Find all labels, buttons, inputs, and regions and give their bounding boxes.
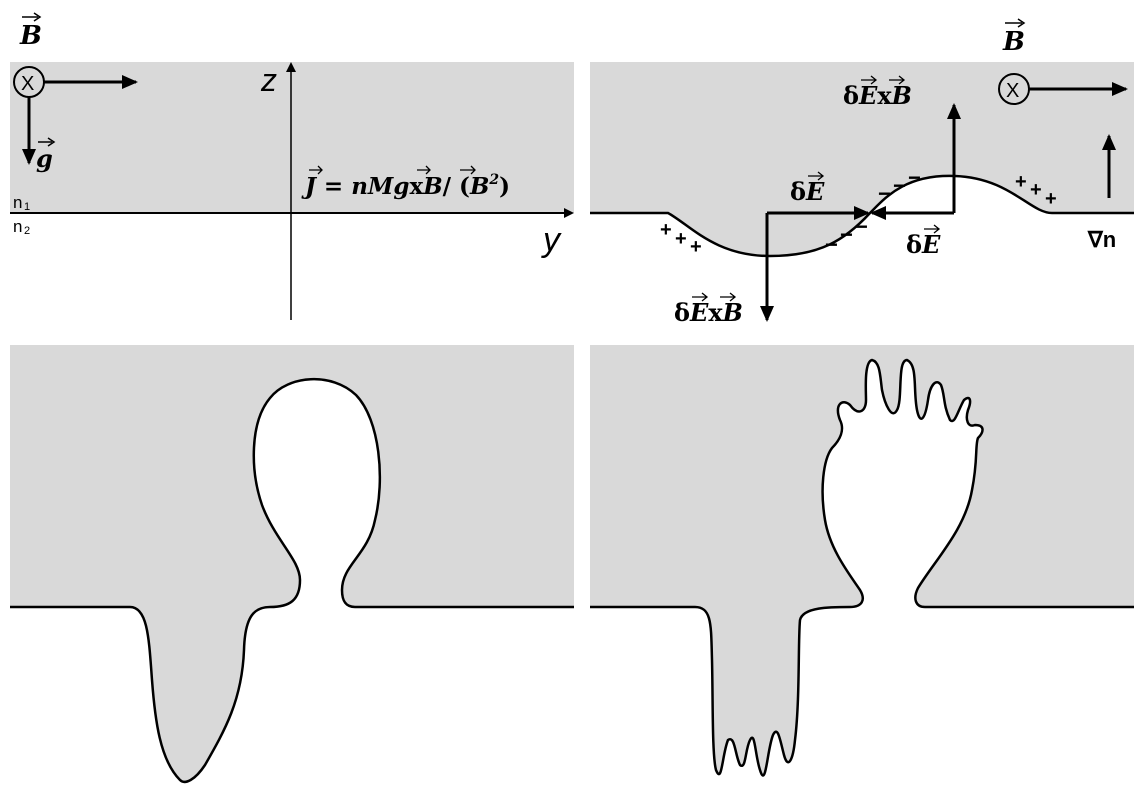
fingered-plasma: [590, 345, 1134, 776]
n1-label: n: [13, 193, 22, 212]
svg-text:g: g: [36, 144, 53, 173]
minus-charges-upper: − − −: [878, 165, 921, 206]
svg-text:+: +: [1030, 179, 1042, 201]
svg-text:−: −: [825, 232, 838, 257]
n1-subscript: 1: [24, 201, 30, 213]
svg-text:+: +: [690, 236, 702, 258]
svg-text:−: −: [840, 222, 853, 247]
de-left-label: δE: [790, 171, 825, 206]
svg-text:+: +: [1015, 171, 1027, 193]
svg-text:X: X: [1006, 80, 1019, 102]
svg-text:+: +: [660, 219, 672, 241]
fingered-interface: [590, 358, 1134, 777]
bubble-interface: [10, 377, 574, 784]
b-field-label: B: [19, 12, 42, 51]
svg-text:−: −: [855, 214, 868, 239]
svg-text:+: +: [675, 228, 687, 250]
y-axis-label: y: [541, 221, 562, 259]
plus-charges-left: + + +: [660, 219, 702, 258]
svg-text:B: B: [19, 21, 42, 51]
svg-text:X: X: [21, 73, 34, 95]
n2-subscript: 2: [24, 225, 30, 237]
minus-charges-lower: − − −: [825, 214, 868, 257]
svg-text:−: −: [908, 165, 921, 190]
svg-text:δE: δE: [790, 177, 825, 206]
perturbed-plasma: [590, 62, 1134, 256]
svg-text:+: +: [1045, 188, 1057, 210]
de-right-label: δE: [906, 224, 941, 259]
svg-text:−: −: [893, 173, 906, 198]
bubble-plasma: [10, 345, 574, 782]
b-field-label-right: B: [1002, 18, 1026, 57]
grad-n-label: ∇n: [1087, 227, 1116, 252]
exb-up-label: δExB: [843, 75, 912, 110]
svg-text:δExB: δExB: [674, 298, 743, 327]
gravity-label: g: [36, 137, 56, 173]
svg-text:J = nMgxB/ (B2): J = nMgxB/ (B2): [301, 172, 510, 200]
current-equation: J = nMgxB/ (B2): [301, 165, 510, 200]
plus-charges-right: + + +: [1015, 171, 1057, 210]
panel-equilibrium: B X g n 1 n 2 z y J = nMgxB/ (B2): [10, 12, 574, 320]
svg-text:δE: δE: [906, 230, 941, 259]
plasma-region: [10, 62, 574, 213]
z-axis-label: z: [260, 62, 277, 98]
panel-perturbation: B X ∇n δExB δExB δE: [590, 18, 1134, 327]
n2-label: n: [13, 217, 22, 236]
exb-down-label: δExB: [674, 292, 743, 327]
panel-nonlinear-bubble: [10, 345, 574, 784]
panel-secondary-instability: [590, 345, 1134, 777]
svg-text:−: −: [878, 181, 891, 206]
svg-text:B: B: [1002, 27, 1025, 57]
svg-text:δExB: δExB: [843, 81, 912, 110]
